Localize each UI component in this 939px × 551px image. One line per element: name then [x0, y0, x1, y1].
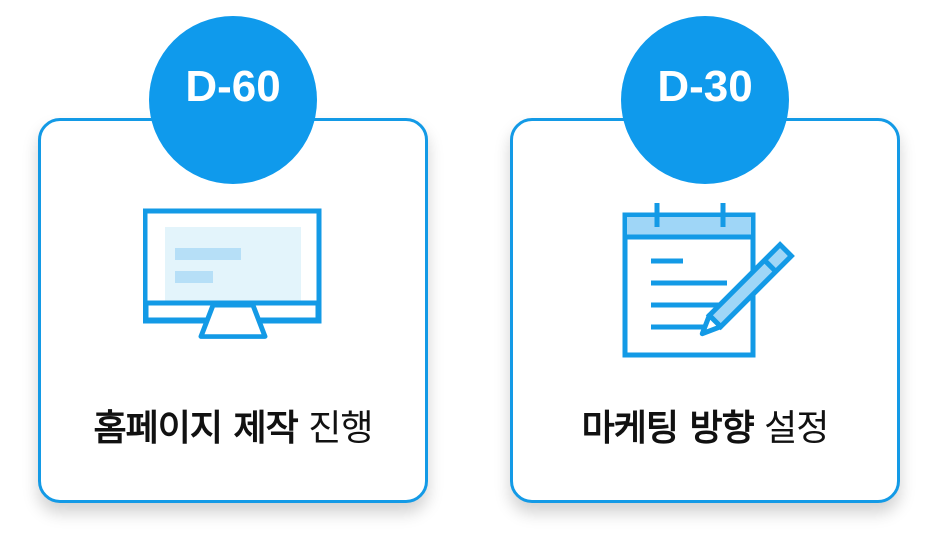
card-label-bold: 마케팅 방향 [581, 408, 755, 449]
monitor-icon [143, 208, 322, 339]
card-label-marketing: 마케팅 방향 설정 [513, 399, 897, 451]
card-label-light: 설정 [764, 408, 829, 449]
d-day-badge-60: D-60 [149, 16, 317, 184]
card-label-homepage: 홈페이지 제작 진행 [41, 399, 425, 451]
card-label-light: 진행 [308, 408, 373, 449]
d-day-badge-30: D-30 [621, 16, 789, 184]
card-label-bold: 홈페이지 제작 [93, 408, 299, 449]
notepad-pen-icon [622, 203, 795, 358]
card-marketing: 마케팅 방향 설정 [510, 118, 900, 503]
